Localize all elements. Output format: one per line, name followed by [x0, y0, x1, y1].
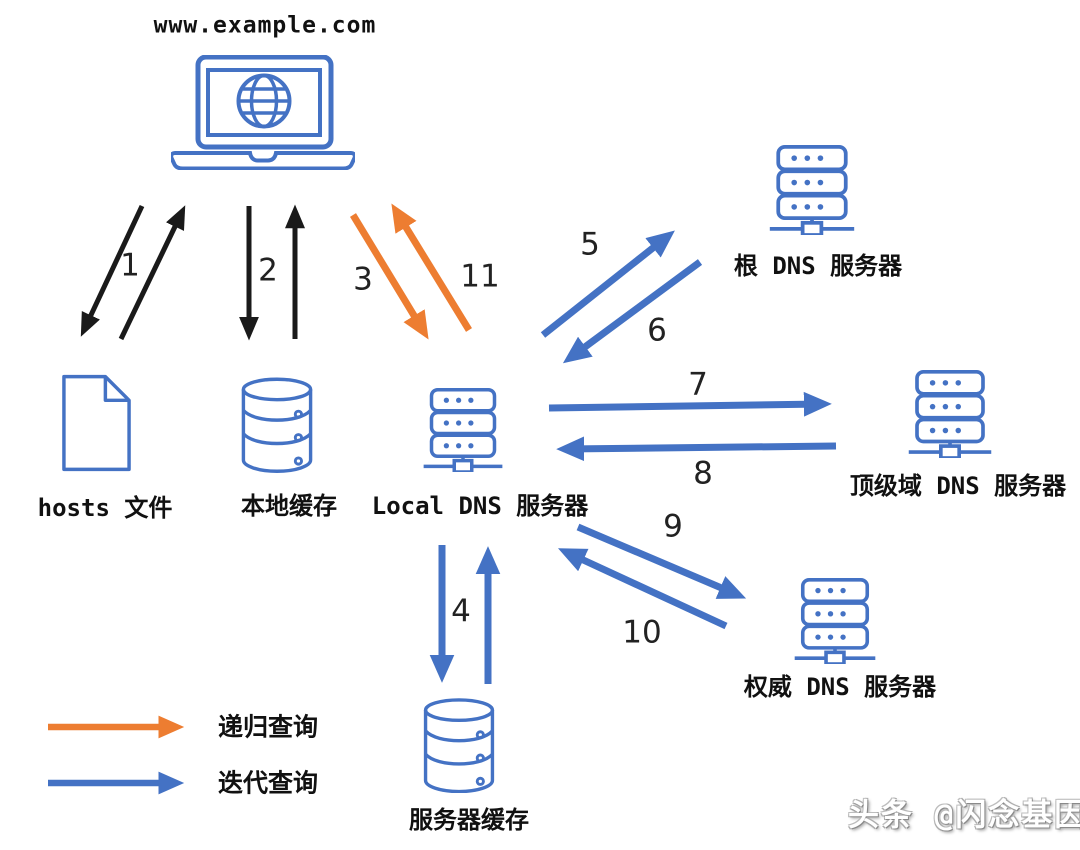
hosts-file-icon: [62, 374, 131, 472]
step-11-label: 11: [460, 258, 500, 295]
arrow-11-recursive-response: [391, 203, 472, 332]
step-7-label: 7: [688, 366, 708, 403]
step-9-label: 9: [663, 508, 683, 545]
step-4-label: 4: [451, 593, 471, 630]
step-10-label: 10: [622, 614, 662, 651]
step-1-label: 1: [120, 247, 140, 284]
step-8-label: 8: [693, 455, 713, 492]
arrow-3-recursive-query: [350, 213, 429, 340]
step-6-label: 6: [647, 312, 667, 349]
step-5-label: 5: [580, 226, 600, 263]
auth-dns-icon: [792, 578, 878, 664]
tld-dns-icon: [906, 370, 994, 458]
arrow-5-to-root: [540, 230, 675, 338]
arrow-7-to-tld: [548, 391, 832, 417]
arrow-1-response: [118, 205, 186, 341]
step-3-label: 3: [353, 261, 373, 298]
watermark: 头条 @闪念基因: [848, 797, 1080, 834]
auth-dns-label: 权威 DNS 服务器: [743, 673, 937, 701]
arrow-8-from-tld: [556, 436, 837, 462]
local-dns-label: Local DNS 服务器: [371, 492, 589, 520]
arrow-10-from-auth: [557, 548, 728, 630]
blue-arrows: [429, 230, 837, 684]
local-dns-icon: [424, 390, 503, 472]
root-dns-icon: [768, 145, 856, 235]
server-cache-icon: [423, 698, 495, 793]
arrow-9-to-auth: [576, 523, 747, 599]
local-cache-icon: [241, 377, 313, 473]
local-cache-label: 本地缓存: [241, 492, 337, 520]
orange-arrows: [350, 203, 472, 340]
root-dns-label: 根 DNS 服务器: [733, 252, 903, 280]
tld-dns-label: 顶级域 DNS 服务器: [849, 472, 1067, 500]
laptop-icon: [171, 57, 355, 169]
step-2-label: 2: [258, 252, 278, 289]
hosts-file-label: hosts 文件: [37, 494, 173, 522]
legend-recursive-label: 递归查询: [218, 712, 319, 742]
arrow-1-query: [80, 204, 145, 337]
legend-iterative-label: 迭代查询: [218, 768, 319, 798]
url-label: www.example.com: [153, 12, 377, 39]
arrow-6-from-root: [562, 259, 703, 364]
black-arrows: [80, 204, 305, 341]
server-cache-label: 服务器缓存: [409, 806, 529, 834]
